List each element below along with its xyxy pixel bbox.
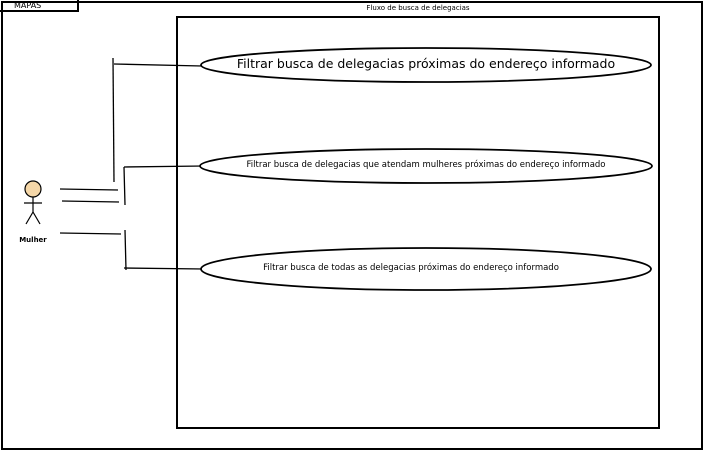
system-boundary-title: Fluxo de busca de delegacias: [366, 4, 470, 12]
use-case-label-1: Filtrar busca de delegacias próximas do …: [236, 56, 616, 71]
actor-right-leg: [32, 211, 41, 225]
use-case-ellipse-2: [199, 148, 653, 184]
branch-lower-horizontal: [123, 267, 205, 270]
use-case-label-2: Filtrar busca de delegacias que atendam …: [246, 160, 606, 170]
frame-tab: MAPAS: [0, 0, 79, 12]
branch-lower-vertical: [124, 229, 127, 271]
actor-label: Mulher: [19, 236, 47, 244]
actor-head: [24, 180, 42, 198]
actor-figure: [24, 180, 42, 225]
actor-left-leg: [25, 211, 34, 225]
branch-upper-horizontal: [113, 63, 203, 67]
use-case-ellipse-3: [200, 247, 652, 291]
use-case-ellipse-1: [200, 47, 652, 83]
use-case-shapes: [199, 47, 653, 291]
branch-middle-vertical: [123, 166, 126, 206]
actor-connectors: [59, 57, 205, 271]
system-boundary: [176, 16, 660, 429]
connector-line: [59, 232, 122, 235]
branch-middle-horizontal: [123, 165, 205, 168]
use-case-label-3: Filtrar busca de todas as delegacias pró…: [263, 263, 559, 273]
branch-upper-vertical: [112, 57, 115, 183]
connector-line: [59, 188, 119, 191]
connector-line: [61, 200, 120, 203]
